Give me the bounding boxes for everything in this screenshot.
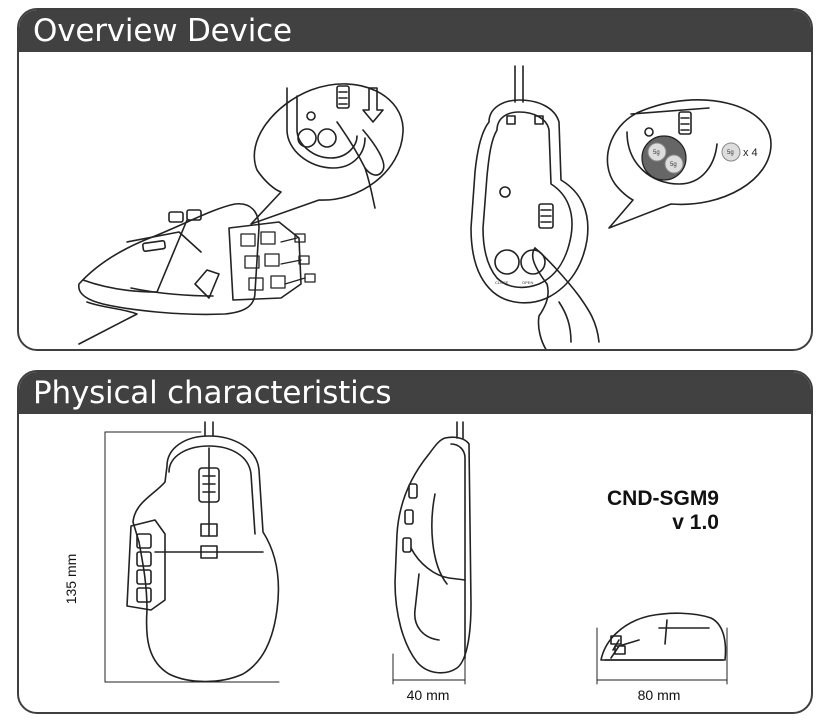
model-name: CND-SGM9 [606,487,719,510]
mouse-side-profile [392,421,472,685]
height-dimension-label: 135 mm [63,553,79,605]
weight-disc-icon [721,142,741,162]
physical-body: 135 mm 40 mm 80 mm CND-SGM9 v 1.0 [19,414,811,712]
weight-multiplier: x 4 [743,147,758,159]
width-dimension-label: 80 mm [637,687,681,703]
weight-disc-icon [664,154,684,174]
disc-weight-label: 5g [653,150,660,156]
switch-open-label: OPEN [522,280,533,285]
overview-title: Overview Device [19,10,811,52]
depth-dimension-label: 40 mm [406,687,450,703]
mouse-front-view [596,612,728,685]
overview-body: 5g 5g 5g CLOSE OPEN x 4 [19,52,811,349]
weight-compartment-closeup [286,85,385,209]
physical-panel: Physical characteristics [17,370,813,714]
weight-insertion-closeup [626,107,718,185]
disc-weight-label: 5g [670,162,677,168]
mouse-top-view [126,421,280,683]
overview-illustration: 5g 5g 5g CLOSE OPEN x 4 [78,65,772,349]
overview-panel: Overview Device [17,8,813,351]
dimension-drawings [104,421,728,685]
mouse-bottom-view [470,65,600,349]
disc-weight-label: 5g [727,150,734,156]
mouse-side-view [78,203,316,345]
weight-disc-icon [647,142,667,162]
model-version: v 1.0 [672,511,719,534]
switch-close-label: CLOSE [495,280,509,285]
weight-discs [641,135,741,181]
model-info: CND-SGM9 v 1.0 [607,487,719,535]
physical-title: Physical characteristics [19,372,811,414]
